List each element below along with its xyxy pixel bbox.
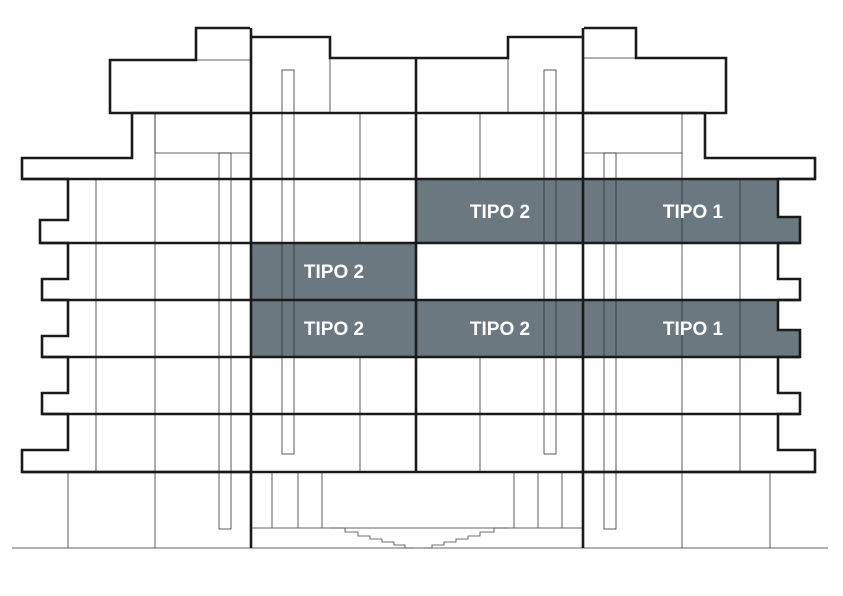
unit-labels: TIPO 2 TIPO 1 TIPO 2 TIPO 2 TIPO 2 TIPO … bbox=[304, 202, 724, 340]
unit-label: TIPO 2 bbox=[304, 319, 364, 340]
right-wing-outline bbox=[584, 111, 817, 474]
unit-label: TIPO 1 bbox=[663, 202, 724, 223]
unit-fill-1b bbox=[776, 217, 800, 243]
center-left-slot bbox=[281, 69, 295, 455]
left-slot bbox=[218, 152, 232, 530]
stair-left bbox=[330, 527, 414, 549]
unit-fill-2 bbox=[252, 243, 416, 300]
structure-outline bbox=[20, 26, 817, 548]
unit-fill-5b bbox=[776, 330, 800, 357]
left-wing-outline bbox=[20, 111, 250, 474]
unit-label: TIPO 2 bbox=[304, 262, 364, 283]
unit-label: TIPO 2 bbox=[470, 202, 530, 223]
right-penthouse bbox=[584, 26, 728, 115]
left-penthouse bbox=[108, 26, 250, 115]
right-slot bbox=[603, 152, 617, 530]
stairs bbox=[330, 527, 508, 549]
stair-right bbox=[424, 527, 508, 549]
unit-label: TIPO 1 bbox=[663, 319, 724, 340]
center-penthouse-roof bbox=[250, 35, 584, 60]
center-right-slot bbox=[543, 69, 557, 455]
unit-label: TIPO 2 bbox=[470, 319, 530, 340]
unit-fill-3 bbox=[252, 300, 416, 357]
